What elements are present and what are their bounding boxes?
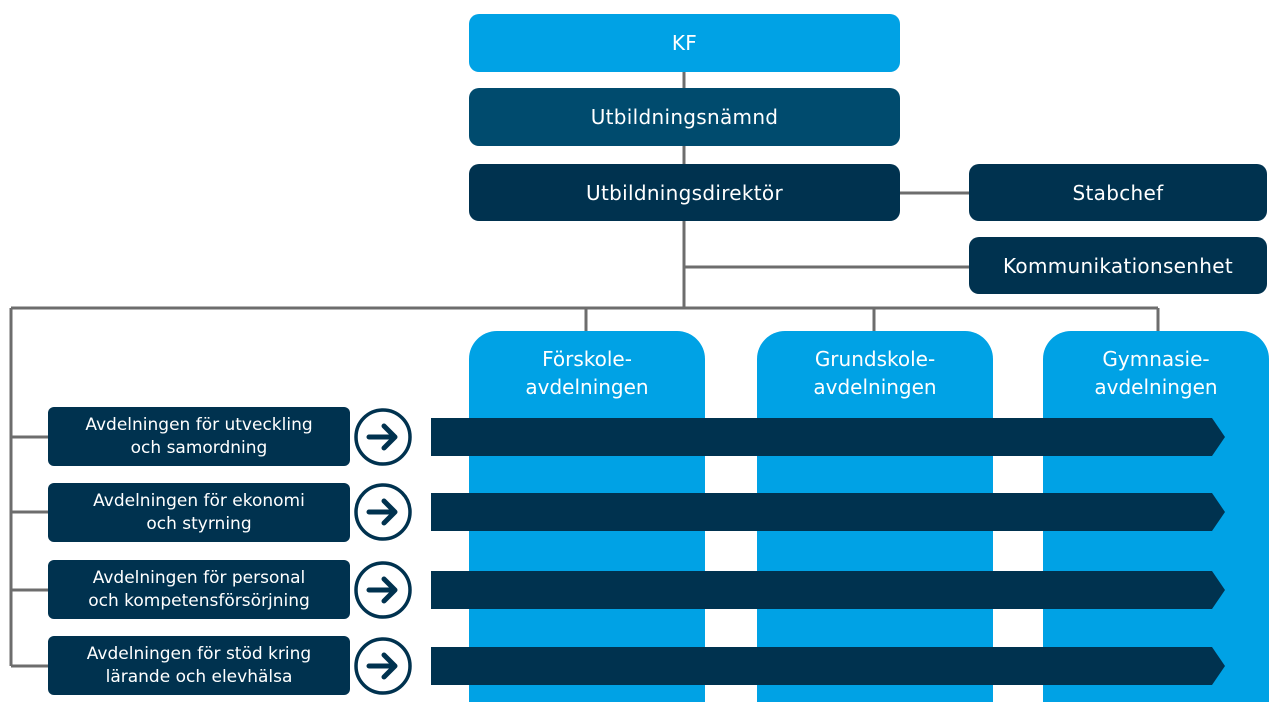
department-label-line2: lärande och elevhälsa [105,666,293,687]
arrow-right-icon [352,635,414,697]
column-title-line2: avdelningen [525,375,649,399]
node-utbildningsdirektor-label: Utbildningsdirektör [586,180,783,205]
department-label-line2: och kompetensförsörjning [88,590,310,611]
node-stabchef-label: Stabchef [1072,180,1164,205]
arrow-right-icon [352,481,414,543]
department-label-line2: och samordning [130,437,268,458]
band-arrow-ekonomi [431,493,1225,531]
node-stabchef: Stabchef [969,164,1267,221]
node-kf-label: KF [671,31,698,55]
department-label-line1: Avdelningen för utveckling [85,414,313,435]
node-utbildningsdirektor: Utbildningsdirektör [469,164,900,221]
department-label-line1: Avdelningen för stöd kring [86,643,312,664]
arrow-right-icon [352,559,414,621]
department-label-line1: Avdelningen för personal [92,567,306,588]
column-title-line1: Grundskole- [814,347,936,371]
column-title-line2: avdelningen [1094,375,1218,399]
band-arrow-stod [431,647,1225,685]
column-title-line1: Förskole- [542,347,632,371]
node-kommunikationsenhet-label: Kommunikationsenhet [1003,253,1233,278]
node-kf: KF [469,14,900,72]
node-utbildningsnamnd-label: Utbildningsnämnd [590,105,779,129]
node-utbildningsnamnd: Utbildningsnämnd [469,88,900,146]
node-kommunikationsenhet: Kommunikationsenhet [969,237,1267,294]
department-label-line1: Avdelningen för ekonomi [93,490,305,511]
department-label-line2: och styrning [146,513,252,534]
arrow-right-icon [352,406,414,468]
column-title-line1: Gymnasie- [1102,347,1210,371]
department-utveckling: Avdelningen för utveckling och samordnin… [48,407,350,466]
department-stod: Avdelningen för stöd kring lärande och e… [48,636,350,695]
department-ekonomi: Avdelningen för ekonomi och styrning [48,483,350,542]
band-arrow-utveckling [431,418,1225,456]
column-title-line2: avdelningen [813,375,937,399]
band-arrow-personal [431,571,1225,609]
department-personal: Avdelningen för personal och kompetensfö… [48,560,350,619]
